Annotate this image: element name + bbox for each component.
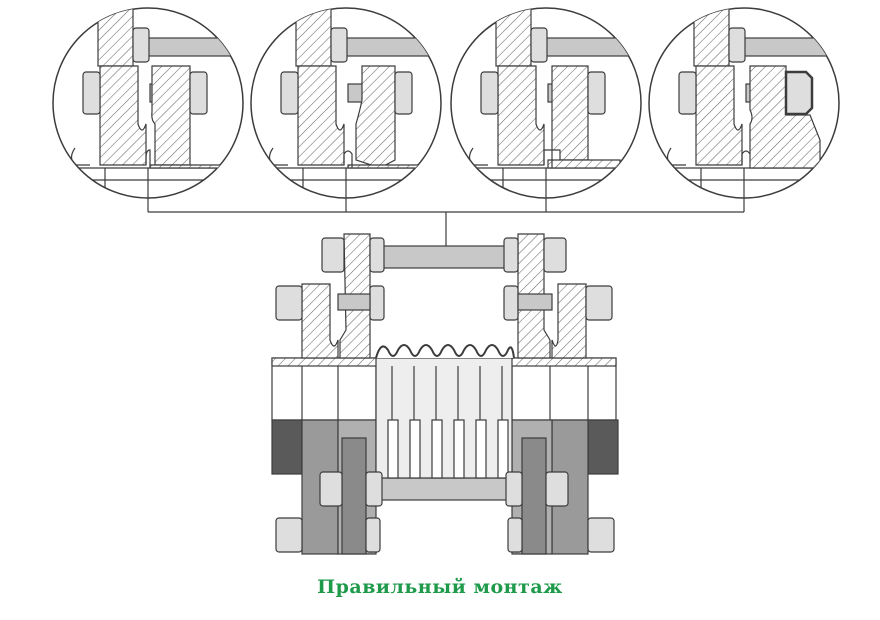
pipe-left <box>271 357 377 421</box>
hex-nut-icon <box>503 285 519 321</box>
detail-circle-1 <box>52 7 244 199</box>
flange-right <box>551 65 589 161</box>
upper-flange-right-2 <box>551 283 587 359</box>
flange-left <box>497 65 545 166</box>
nuts-lower <box>275 471 615 553</box>
bellows-lip <box>347 164 421 169</box>
hex-nut-icon <box>365 471 383 507</box>
bellows-lip <box>149 164 221 169</box>
bellows-convolutions <box>375 344 515 359</box>
hex-nut-icon <box>394 71 413 115</box>
main-assembly <box>271 233 619 555</box>
hex-nut-icon <box>189 71 208 115</box>
flange-left <box>99 65 147 166</box>
hex-nut-icon <box>543 237 567 273</box>
hex-nut-icon <box>585 285 613 321</box>
flange-left <box>695 65 743 166</box>
hex-nut-icon <box>321 237 345 273</box>
tie-rod-icon <box>377 477 513 501</box>
dark-flange-left <box>271 419 303 475</box>
hex-nut-icon <box>505 471 523 507</box>
bellows-icon <box>375 357 513 479</box>
hex-nut-dark-icon <box>784 70 814 116</box>
hex-nut-icon <box>503 237 519 273</box>
caption-title: Правильный монтаж <box>317 576 563 598</box>
hex-nut-icon <box>280 71 299 115</box>
hex-nut-icon <box>545 471 569 507</box>
hex-nut-icon <box>365 517 381 553</box>
hex-nut-icon <box>728 27 746 63</box>
dark-flange-right <box>587 419 619 475</box>
hex-nut-icon <box>330 27 348 63</box>
hex-nut-icon <box>275 285 303 321</box>
flange-right <box>355 65 396 169</box>
hex-nut-icon <box>678 71 697 115</box>
hex-nut-icon <box>275 517 303 553</box>
hex-nut-icon <box>587 71 606 115</box>
hex-nut-icon <box>530 27 548 63</box>
hex-nut-icon <box>480 71 499 115</box>
hex-nut-icon <box>587 517 615 553</box>
tie-rod-icon <box>377 245 513 269</box>
nuts-upper <box>275 237 613 321</box>
hex-nut-icon <box>369 237 385 273</box>
flange-left <box>297 65 345 166</box>
flange-right <box>151 65 191 166</box>
detail-connector-lines <box>147 198 745 250</box>
hex-nut-icon <box>132 27 150 63</box>
hex-nut-icon <box>369 285 385 321</box>
flange-right <box>749 65 821 169</box>
detail-circle-3 <box>450 7 642 199</box>
detail-circle-4 <box>648 7 840 199</box>
pipe-right <box>511 357 617 421</box>
hex-nut-icon <box>82 71 101 115</box>
detail-circle-2 <box>250 7 442 199</box>
hex-nut-icon <box>507 517 523 553</box>
hex-nut-icon <box>319 471 343 507</box>
bellows-lip <box>547 159 621 169</box>
upper-flange-left-1 <box>301 283 339 359</box>
